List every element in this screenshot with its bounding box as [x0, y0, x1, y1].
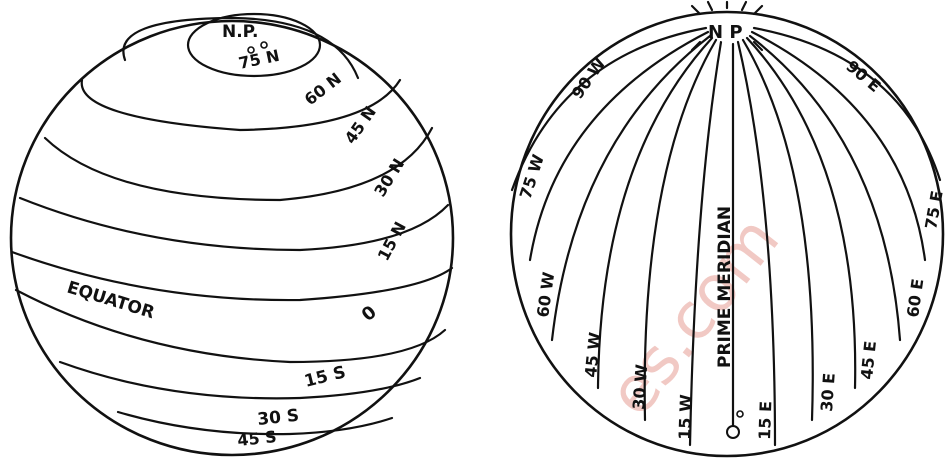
lon-75w-label: 75 W	[516, 152, 548, 201]
parallel-30s-line	[60, 362, 420, 398]
lat-45s-label: 45 S	[236, 427, 277, 450]
right-globe: N P PRIME MERIDIAN 90 W 75 W 60 W 45 W 3…	[511, 2, 947, 456]
north-pole-label: N.P.	[222, 22, 258, 42]
equator-label: EQUATOR	[65, 278, 157, 324]
lon-60e-label: 60 E	[903, 278, 927, 319]
meridian-75w-line	[530, 32, 708, 260]
prime-meridian-label: PRIME MERIDIAN	[715, 206, 735, 368]
lon-45w-label: 45 W	[581, 331, 605, 379]
lat-60n-label: 60 N	[301, 69, 345, 109]
lon-30e-label: 30 E	[817, 372, 839, 412]
lat-30s-label: 30 S	[256, 406, 300, 430]
lat-75n-label: 75 N	[237, 46, 281, 73]
lat-15n-label: 15 N	[374, 219, 410, 264]
lat-15s-label: 15 S	[302, 362, 347, 392]
prime-meridian-origin	[727, 426, 739, 438]
prime-meridian-dot	[737, 411, 743, 417]
lon-60w-label: 60 W	[533, 271, 558, 319]
lon-15e-label: 15 E	[755, 401, 775, 440]
left-globe: N.P. 75 N 60 N 45 N 30 N 15 N 0 EQUATOR …	[11, 14, 453, 455]
lon-45e-label: 45 E	[857, 340, 880, 381]
north-pole-dot-2	[261, 42, 267, 48]
lon-30w-label: 30 W	[629, 363, 651, 410]
meridian-75e-line	[752, 32, 925, 260]
lon-15w-label: 15 W	[675, 394, 696, 440]
lat-0-label: 0	[358, 302, 381, 326]
lat-45n-label: 45 N	[341, 103, 380, 148]
north-pole-label-right: N P	[708, 22, 743, 43]
